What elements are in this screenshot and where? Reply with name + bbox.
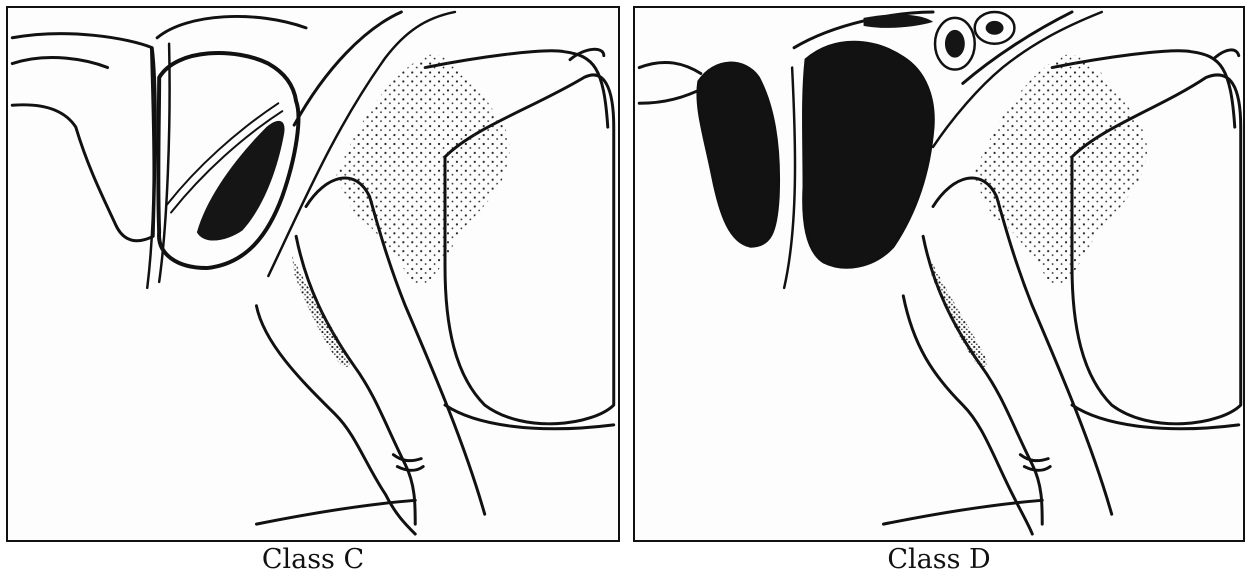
stippled-region-large [336,55,510,286]
panel-class-c [6,6,620,542]
stippled-region-strip [929,256,987,367]
caption-class-d: Class D [633,544,1245,576]
dark-mass-left [698,63,779,246]
class-c-illustration [8,8,618,540]
panel-class-d [633,6,1245,542]
upper-left-lobe [12,34,155,241]
stippled-region-large [973,55,1147,286]
stippled-region-strip [292,256,350,367]
class-d-illustration [635,8,1243,540]
dark-mass-right [804,42,934,267]
caption-class-c: Class C [6,544,620,576]
